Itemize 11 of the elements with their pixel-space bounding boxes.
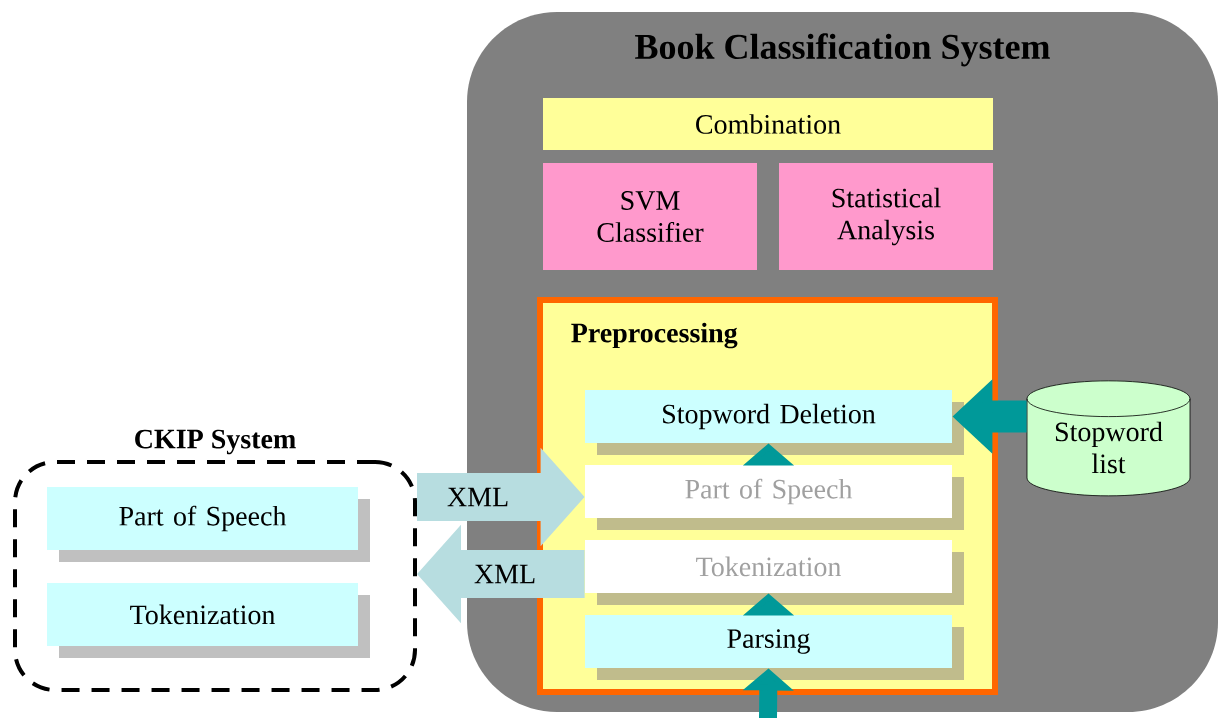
process-box: Tokenization <box>47 583 370 658</box>
process-box: Parsing <box>585 615 964 680</box>
node-label: CKIP System <box>135 429 296 455</box>
process-box: Stopword Deletion <box>585 390 964 455</box>
database-cylinder: Stopword list <box>1026 380 1191 497</box>
process-box: Combination <box>543 98 993 150</box>
process-box: Part of Speech <box>47 487 370 562</box>
process-box: Tokenization <box>585 540 964 605</box>
process-box: Statistical Analysis <box>779 163 993 270</box>
process-box: Part of Speech <box>585 465 964 530</box>
process-box: SVM Classifier <box>543 163 757 270</box>
